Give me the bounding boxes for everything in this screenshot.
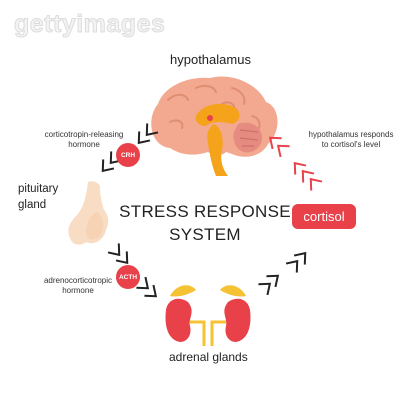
diagram-title-line1: STRESS RESPONSE xyxy=(119,202,291,221)
pituitary-illustration xyxy=(68,181,109,245)
crh-description-line1: corticotropin-releasing xyxy=(44,130,124,139)
crh-description: corticotropin-releasing hormone xyxy=(26,130,142,150)
pituitary-label-line1: pituitary xyxy=(18,183,59,195)
crh-description-line2: hormone xyxy=(68,140,100,149)
feedback-description: hypothalamus responds to cortisol's leve… xyxy=(286,130,416,150)
pituitary-label: pituitary gland xyxy=(18,181,58,213)
cortisol-badge: cortisol xyxy=(292,204,356,229)
diagram-title-line2: SYSTEM xyxy=(169,225,241,244)
acth-badge: ACTH xyxy=(116,265,140,289)
hypothalamus-label: hypothalamus xyxy=(170,52,251,67)
feedback-line1: hypothalamus responds xyxy=(308,130,394,139)
watermark: gettyimages xyxy=(13,10,166,39)
crh-badge: CRH xyxy=(116,143,140,167)
adrenal-illustration xyxy=(165,285,251,346)
brain-illustration xyxy=(151,76,278,176)
acth-description-line2: hormone xyxy=(62,286,94,295)
pituitary-label-line2: gland xyxy=(18,199,47,211)
acth-description-line1: adrenocorticotropic xyxy=(43,276,113,285)
chevrons-lower-right xyxy=(257,247,312,296)
acth-description: adrenocorticotropic hormone xyxy=(28,276,128,296)
adrenal-glands-label: adrenal glands xyxy=(169,350,248,364)
feedback-line2: to cortisol's level xyxy=(321,140,381,149)
diagram-title: STRESS RESPONSE SYSTEM xyxy=(110,200,300,246)
